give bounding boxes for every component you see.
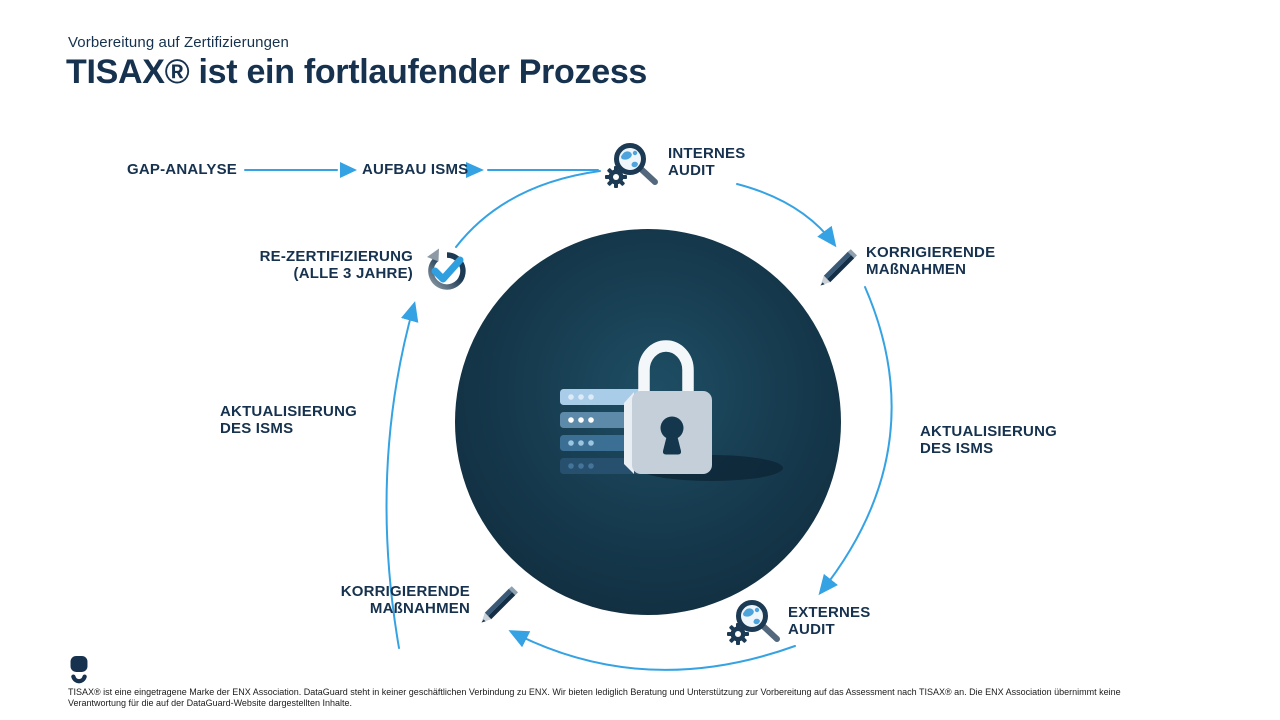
server-stack-icon [560,389,644,474]
magnifier-gear-icon [727,600,780,645]
padlock-server-illustration [455,229,841,615]
step-korrigierende-massnahmen-right: KORRIGIERENDE MAßNAHMEN [866,244,995,278]
step-label-line2: DES ISMS [220,420,294,437]
step-label-line1: INTERNES [668,145,746,162]
magnifier-part [614,143,658,185]
step-aktualisierung-left: AKTUALISIERUNG DES ISMS [220,403,357,437]
step-label-line1: AKTUALISIERUNG [920,423,1057,440]
pencil-icon [481,586,518,623]
arrowhead-aufbau [466,162,484,178]
dataguard-logo [70,655,88,684]
pencil-icon [820,249,857,286]
step-label-line1: AKTUALISIERUNG [220,403,357,420]
step-label-line2: DES ISMS [920,440,994,457]
arrowhead-gap [340,162,357,178]
step-korrigierende-massnahmen-left: KORRIGIERENDE MAßNAHMEN [300,583,470,617]
step-label-line2: MAßNAHMEN [369,600,470,617]
step-gap-analyse: GAP-ANALYSE [127,161,237,178]
step-internes-audit: INTERNES AUDIT [668,145,745,179]
gear-part [605,166,627,188]
step-label-line2: AUDIT [668,162,715,179]
step-re-zertifizierung: RE-ZERTIFIZIERUNG (ALLE 3 JAHRE) [240,248,413,282]
step-externes-audit: EXTERNES AUDIT [788,604,870,638]
step-aktualisierung-right: AKTUALISIERUNG DES ISMS [920,423,1057,457]
refresh-check-icon [427,248,466,290]
step-label-line1: KORRIGIERENDE [866,244,996,261]
step-label-line2: AUDIT [788,621,835,638]
step-aufbau-isms: AUFBAU ISMS [362,161,469,178]
eyebrow: Vorbereitung auf Zertifizierungen [68,34,289,51]
step-label-line1: RE-ZERTIFIZIERUNG [259,248,413,265]
legal-footnote: TISAX® ist eine eingetragene Marke der E… [68,687,1121,708]
page-title: TISAX® ist ein fortlaufender Prozess [66,53,648,91]
magnifier-gear-icon [605,143,658,188]
step-label-line1: EXTERNES [788,604,871,621]
padlock-icon [624,340,712,474]
step-label-line2: MAßNAHMEN [866,261,967,278]
step-label-line1: KORRIGIERENDE [340,583,470,600]
step-label-line2: (ALLE 3 JAHRE) [293,265,413,282]
